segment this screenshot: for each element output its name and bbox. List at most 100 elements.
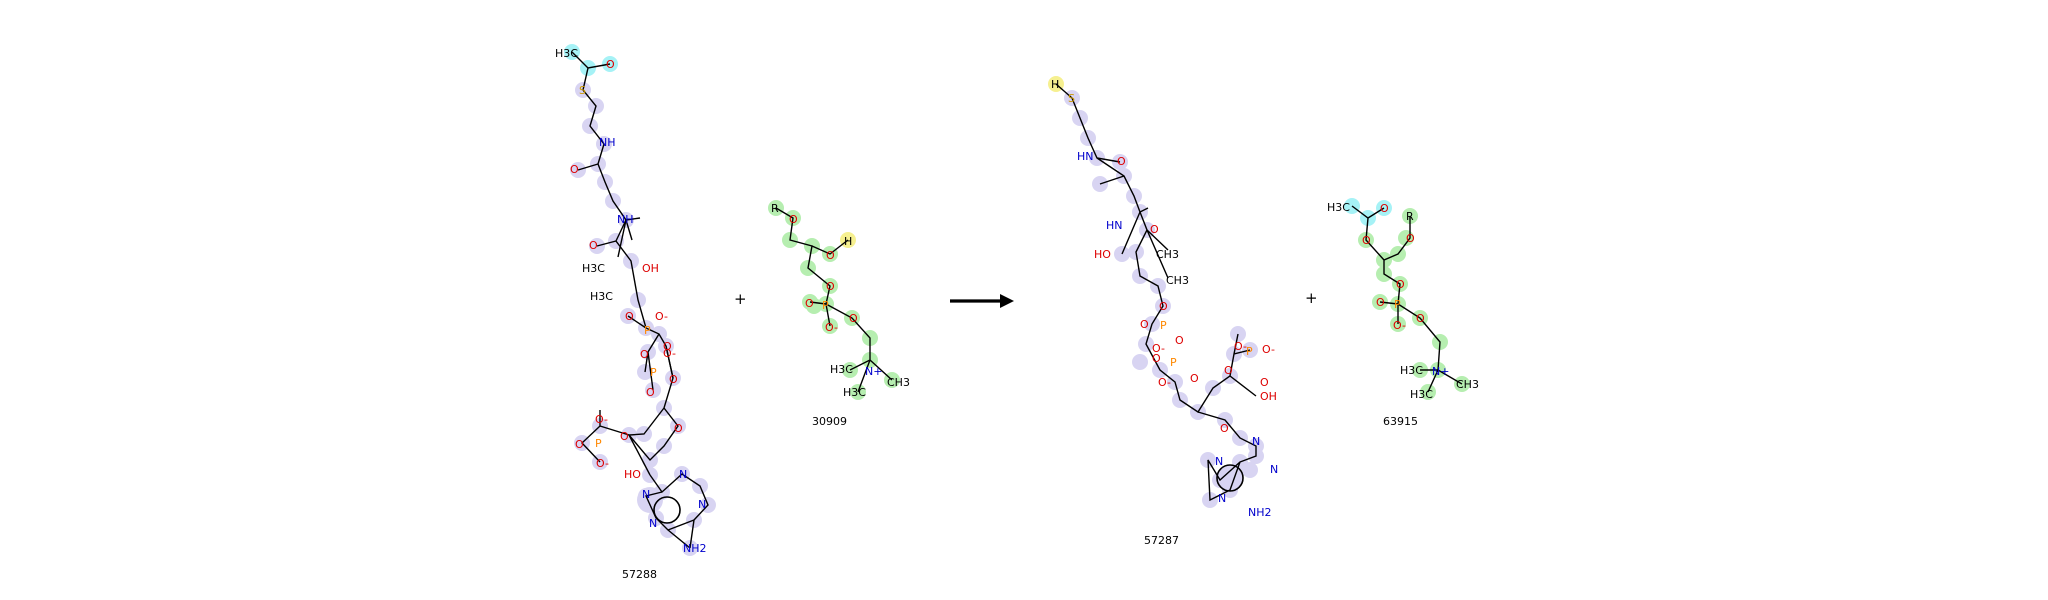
label-o: O <box>625 310 634 323</box>
label-o: O <box>789 213 798 226</box>
molecule-id-57288: 57288 <box>622 568 657 581</box>
label-ch3: CH3 <box>1166 274 1189 287</box>
label-p: P <box>1246 345 1253 358</box>
label-o-minus: O- <box>1262 343 1275 356</box>
label-nh2: NH2 <box>683 542 707 555</box>
molecule-id-57287: 57287 <box>1144 534 1179 547</box>
label-o: O <box>589 239 598 252</box>
label-h: H <box>844 235 852 248</box>
label-nh: NH <box>617 213 634 226</box>
label-o: O <box>849 312 858 325</box>
label-ch3: CH3 <box>1156 248 1179 261</box>
label-o: O <box>826 249 835 262</box>
label-o: O <box>1190 372 1199 385</box>
label-ho: HO <box>1094 248 1111 261</box>
label-o-minus: O- <box>825 321 838 334</box>
label-o: O <box>575 438 584 451</box>
label-hn: HN <box>1106 219 1123 232</box>
label-o: O <box>640 348 649 361</box>
label-h3c: H3C <box>843 386 866 399</box>
label-o: O <box>570 163 579 176</box>
label-n: N <box>679 468 687 481</box>
label-nh: NH <box>599 136 616 149</box>
atom-labels-30909: R O O H O P O O- O N+ H3C CH3 H3C <box>771 202 910 399</box>
label-hn: HN <box>1077 150 1094 163</box>
label-p: P <box>650 366 657 379</box>
plus-sign: + <box>1305 289 1318 307</box>
label-p: P <box>822 299 829 312</box>
label-n: N <box>1218 492 1226 505</box>
label-ch3: CH3 <box>887 376 910 389</box>
label-o-minus: O- <box>595 413 608 426</box>
label-n: N <box>1252 435 1260 448</box>
label-o: O <box>1117 155 1126 168</box>
label-p: P <box>1160 319 1167 332</box>
label-o-ring: O <box>674 422 683 435</box>
label-o: O <box>646 386 655 399</box>
label-r: R <box>771 202 779 215</box>
molecule-30909: R O O H O P O O- O N+ H3C CH3 H3C 30909 <box>768 200 910 428</box>
label-o: O <box>1362 234 1371 247</box>
label-nh2: NH2 <box>1248 506 1272 519</box>
label-h3c-acetyl: H3C <box>1327 201 1350 214</box>
bonds-30909 <box>775 207 893 393</box>
label-o: O <box>669 373 678 386</box>
label-oh: OH <box>642 262 659 275</box>
molecule-57288: H3C O S NH O NH O OH H3C H3C O P O- O O … <box>555 44 716 581</box>
label-p: P <box>1394 298 1401 311</box>
label-o: O <box>663 340 672 353</box>
label-h3c: H3C <box>1400 364 1423 377</box>
atom-labels-57287: H S HN O HN O HO CH3 CH3 O O P O O- P O … <box>1051 78 1278 519</box>
reaction-arrow <box>950 294 1014 308</box>
label-p: P <box>644 324 651 337</box>
label-p: P <box>595 437 602 450</box>
label-o-minus: O- <box>596 457 609 470</box>
label-o-ring: O <box>1220 422 1229 435</box>
label-o: O <box>1152 352 1161 365</box>
label-o-minus: O- <box>663 347 676 360</box>
label-n: N <box>649 517 657 530</box>
label-o-minus: O- <box>1158 376 1171 389</box>
label-n: N <box>1270 463 1278 476</box>
molecule-63915: H3C O R O O O P O O- O N+ H3C CH3 H3C 63… <box>1327 198 1479 428</box>
bonds-57287 <box>1055 83 1257 502</box>
label-s: S <box>1068 92 1075 105</box>
label-h3c-acetyl: H3C <box>555 47 578 60</box>
label-n-plus: N+ <box>865 365 882 378</box>
atom-labels-63915: H3C O R O O O P O O- O N+ H3C CH3 H3C <box>1327 201 1479 401</box>
label-o: O <box>1159 300 1168 313</box>
label-h3c: H3C <box>830 363 853 376</box>
label-o: O <box>1406 232 1415 245</box>
label-ch3: CH3 <box>1456 378 1479 391</box>
label-o: O <box>1224 364 1233 377</box>
molecule-id-63915: 63915 <box>1383 415 1418 428</box>
label-o: O <box>1175 334 1184 347</box>
label-o: O <box>1396 278 1405 291</box>
label-o: O <box>1380 202 1389 215</box>
label-n: N <box>1215 455 1223 468</box>
label-ho: HO <box>624 468 641 481</box>
label-o: O <box>1150 223 1159 236</box>
bonds-63915 <box>1351 205 1463 393</box>
label-h3c: H3C <box>1410 388 1433 401</box>
atom-labels-57288: H3C O S NH O NH O OH H3C H3C O P O- O O … <box>555 47 707 555</box>
label-o-minus: O- <box>655 310 668 323</box>
label-o-minus: O- <box>1152 342 1165 355</box>
label-o: O <box>606 58 615 71</box>
label-o: O <box>805 297 814 310</box>
label-o: O <box>1260 376 1269 389</box>
molecule-id-30909: 30909 <box>812 415 847 428</box>
label-o: O <box>1416 312 1425 325</box>
label-oh: OH <box>1260 390 1277 403</box>
label-p: P <box>1170 356 1177 369</box>
label-o: O <box>1140 318 1149 331</box>
bonds-57288 <box>571 51 709 549</box>
label-n: N <box>642 488 650 501</box>
label-o: O <box>826 280 835 293</box>
molecule-57287: H S HN O HN O HO CH3 CH3 O O P O O- P O … <box>1048 76 1278 547</box>
label-n: N <box>698 498 706 511</box>
label-o-minus: O- <box>1393 319 1406 332</box>
label-h3c: H3C <box>582 262 605 275</box>
plus-sign: + <box>734 290 747 308</box>
